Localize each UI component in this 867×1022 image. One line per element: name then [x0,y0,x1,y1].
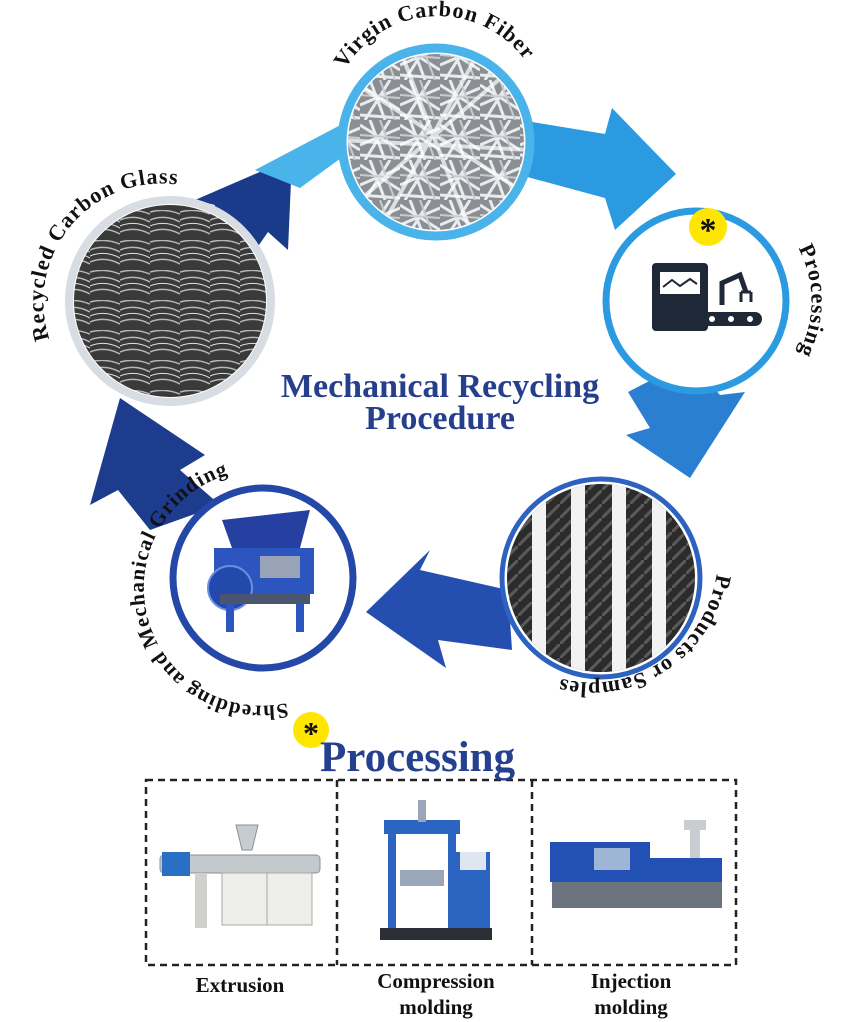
method-label-line1: Compression [377,969,495,993]
method-label-line2: molding [399,995,473,1019]
method-extrusion-label: Extrusion [150,972,330,998]
method-compression-label: Compression molding [346,968,526,1020]
arrow-top-band [255,120,352,188]
arrow-products-to-shredding [366,550,512,668]
svg-text:*: * [700,212,717,249]
processing-section-title: Processing [320,734,516,781]
injection-molding-machine-image [550,820,722,908]
processing-methods-panel [144,778,738,967]
compression-molding-machine-image [380,800,492,940]
extruder-machine-image [159,824,321,928]
arrow-shredding-to-recycled [90,398,220,530]
recycled-carbon-glass-node [65,196,275,406]
method-label-line1: Extrusion [195,973,285,997]
asterisk-marker-processing: * [293,712,329,751]
diagram-title-line1: Mechanical Recycling [280,368,600,405]
shredder-machine-icon [207,510,314,632]
arrow-virgin-to-processing [520,108,676,230]
method-injection-label: Injection molding [541,968,721,1020]
carbon-samples-image [532,484,666,672]
diagram-title-line2: Procedure [365,400,515,437]
factory-machine-icon [652,263,762,331]
method-label-line1: Injection [590,969,672,993]
label-processing: Processing [794,240,832,363]
virgin-carbon-fiber-node [337,43,535,241]
svg-text:*: * [303,715,319,751]
shredding-node [169,484,357,672]
asterisk-marker-diagram: * [689,208,727,249]
processing-node [602,207,790,395]
products-node [499,476,703,680]
method-label-line2: molding [594,995,668,1019]
carbon-fiber-image [348,54,524,230]
